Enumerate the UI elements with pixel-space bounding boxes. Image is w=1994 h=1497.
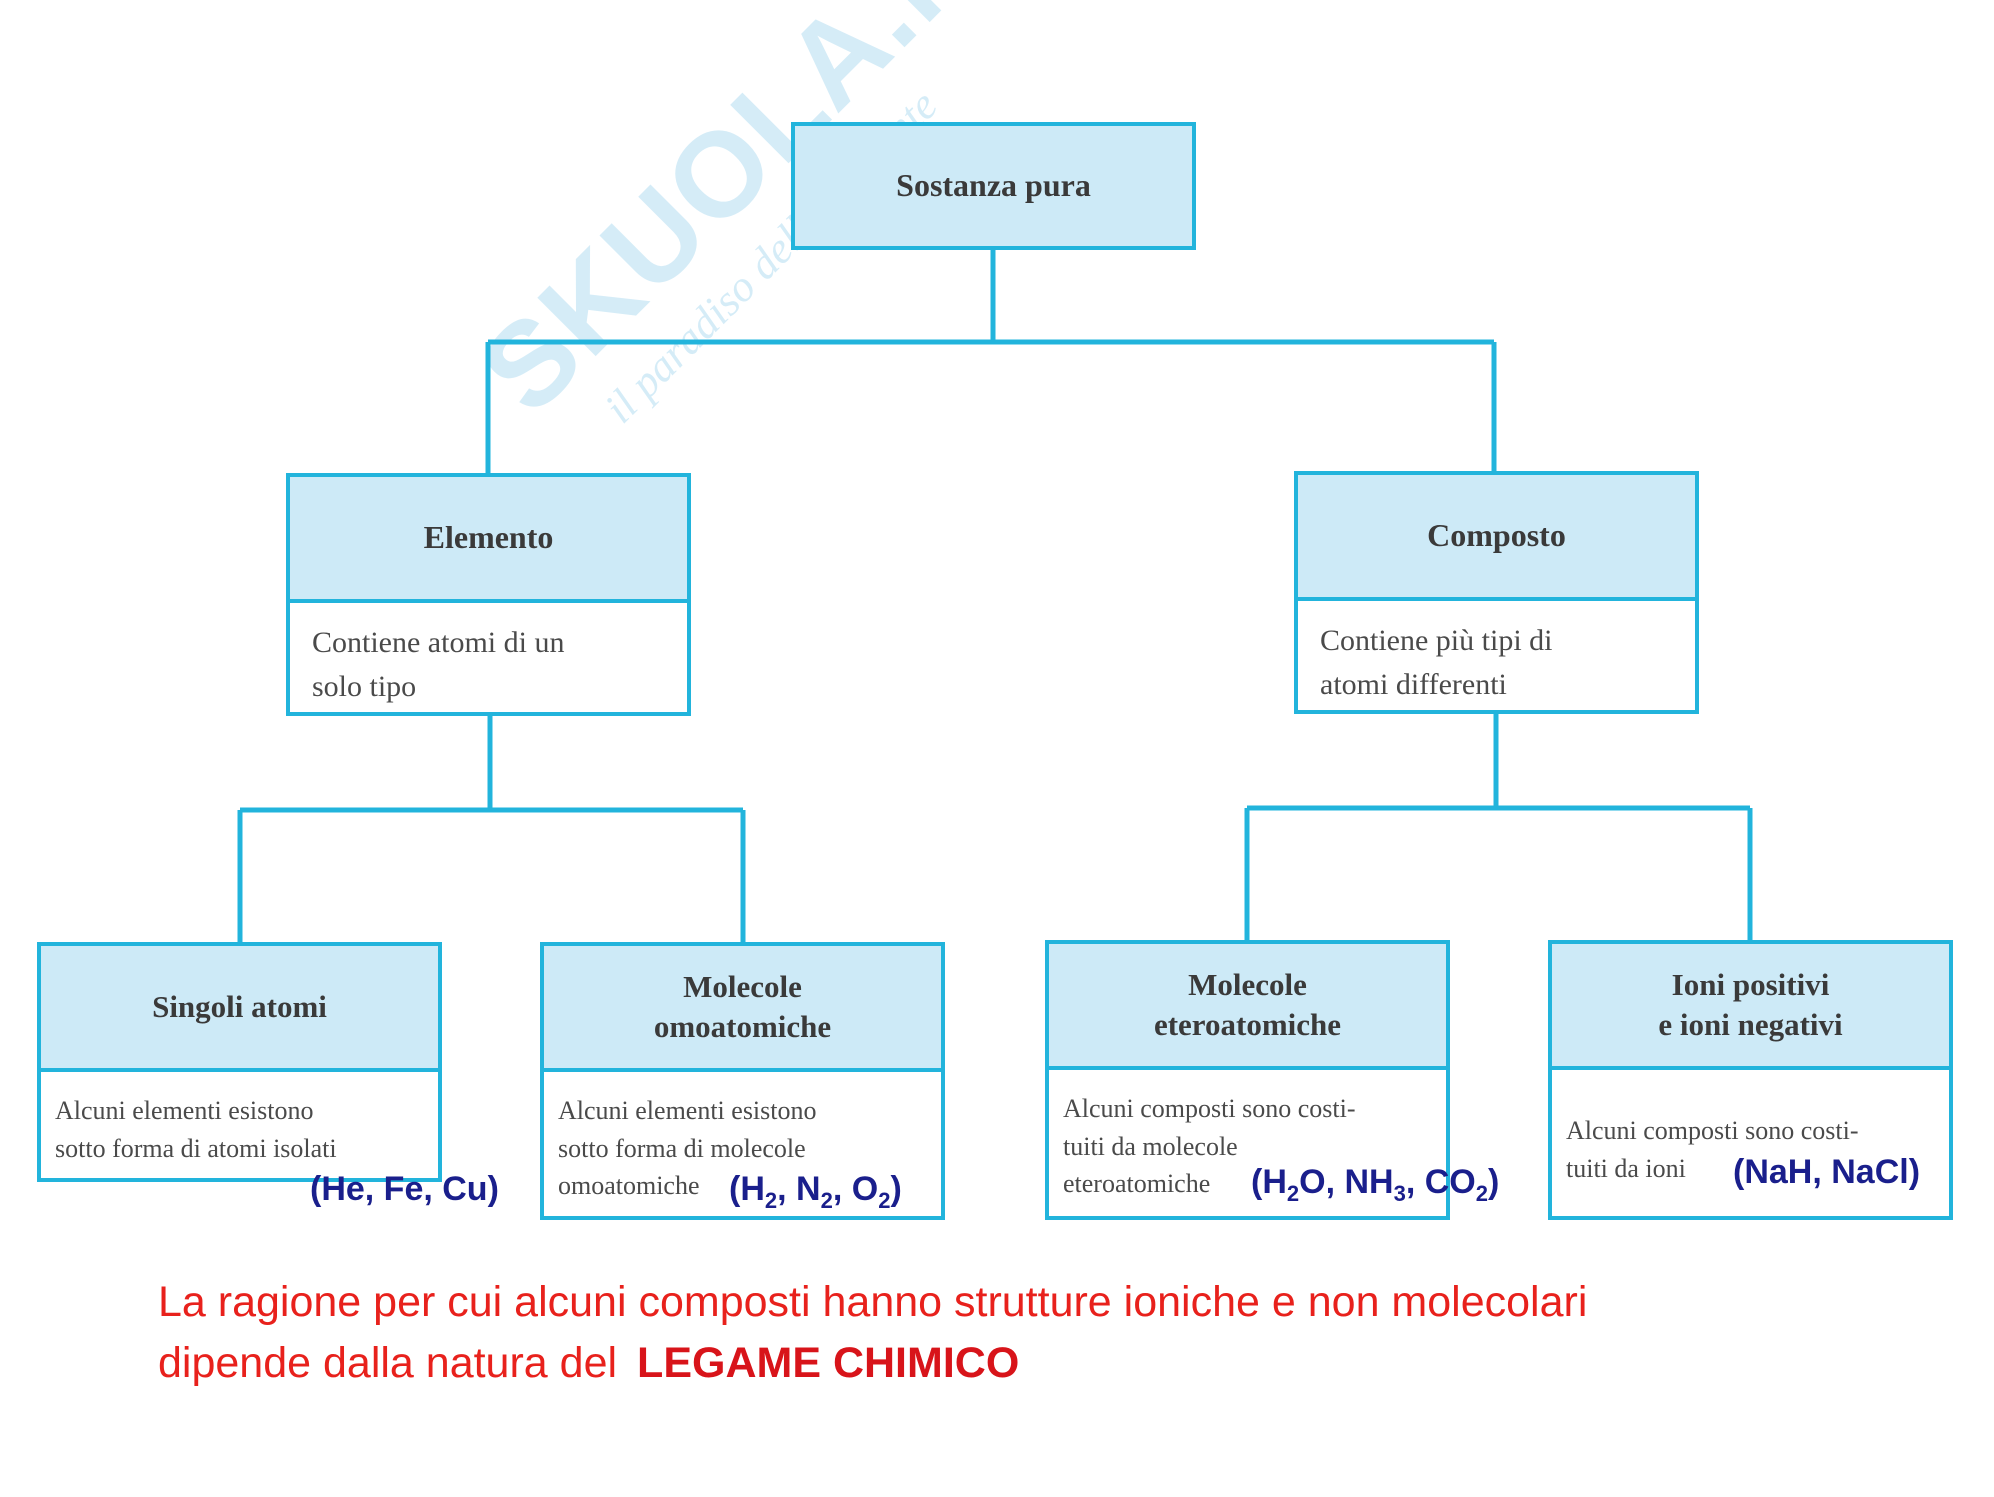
description-line: tuiti da molecole	[1063, 1131, 1238, 1161]
formula-part: , N	[777, 1170, 821, 1208]
formula-subscript: 2	[820, 1187, 833, 1213]
description-line: sotto forma di atomi isolati	[55, 1133, 337, 1163]
caption-line-2: dipende dalla natura del LEGAME CHIMICO	[158, 1333, 1878, 1394]
node-molecole-omoatomiche: Molecole omoatomiche Alcuni elementi esi…	[540, 942, 945, 1220]
formula-part: (H	[729, 1170, 765, 1208]
examples-omoatomiche: (H2, N2, O2)	[729, 1170, 902, 1214]
formula-part: )	[890, 1170, 902, 1208]
title-line: omoatomiche	[653, 1009, 832, 1044]
node-title: Composto	[1298, 475, 1695, 601]
connector-root-to-level1	[485, 250, 1497, 473]
formula-subscript: 3	[1393, 1180, 1406, 1206]
node-elemento: Elemento Contiene atomi di un solo tipo	[286, 473, 691, 716]
node-description: Alcuni elementi esistono sotto forma di …	[544, 1072, 941, 1205]
formula-part: , O	[832, 1170, 879, 1208]
formula-subscript: 2	[878, 1187, 891, 1213]
node-description: Contiene più tipi di atomi differenti	[1298, 601, 1695, 706]
node-sostanza-pura: Sostanza pura	[791, 122, 1196, 250]
title-line: Ioni positivi	[1671, 966, 1830, 1002]
node-description: Alcuni composti sono costi- tuiti da ion…	[1552, 1070, 1949, 1187]
examples-eteroatomiche: (H2O, NH3, CO2)	[1251, 1163, 1499, 1207]
node-ioni: Ioni positivi e ioni negativi Alcuni com…	[1548, 940, 1953, 1220]
connector-elemento-to-leaves	[237, 716, 746, 942]
title-line: Molecole	[683, 968, 802, 1004]
examples-singoli-atomi: (He, Fe, Cu)	[310, 1170, 499, 1208]
examples-ioni: (NaH, NaCl)	[1733, 1153, 1921, 1191]
formula-subscript: 2	[1286, 1180, 1300, 1206]
description-line: Alcuni composti sono costi-	[1063, 1094, 1356, 1123]
node-description: Alcuni elementi esistono sotto forma di …	[41, 1072, 438, 1167]
node-singoli-atomi: Singoli atomi Alcuni elementi esistono s…	[37, 942, 442, 1182]
description-line: eteroatomiche	[1063, 1169, 1211, 1199]
node-description: Contiene atomi di un solo tipo	[290, 603, 687, 708]
node-title: Molecole eteroatomiche	[1049, 944, 1446, 1070]
formula-subscript: 2	[764, 1187, 778, 1213]
node-title: Molecole omoatomiche	[544, 946, 941, 1072]
caption-text: dipende dalla natura del	[158, 1339, 618, 1388]
description-line: Alcuni elementi esistono	[558, 1096, 817, 1125]
title-line: Molecole	[1188, 966, 1307, 1002]
description-line: Contiene più tipi di	[1320, 624, 1553, 657]
formula-part: (H	[1251, 1163, 1287, 1201]
formula-subscript: 2	[1475, 1180, 1488, 1206]
formula-part: )	[1488, 1163, 1500, 1201]
node-title: Sostanza pura	[795, 126, 1192, 246]
description-line: Alcuni elementi esistono	[55, 1096, 314, 1125]
caption-line: La ragione per cui alcuni composti hanno…	[158, 1278, 1588, 1326]
description-line: atomi differenti	[1320, 667, 1507, 701]
description-line: sotto forma di molecole	[558, 1133, 806, 1163]
node-molecole-eteroatomiche: Molecole eteroatomiche Alcuni composti s…	[1045, 940, 1450, 1220]
node-title: Ioni positivi e ioni negativi	[1552, 944, 1949, 1070]
description-line: Contiene atomi di un	[312, 626, 565, 659]
connector-composto-to-leaves	[1244, 714, 1753, 940]
title-line: e ioni negativi	[1658, 1007, 1843, 1042]
caption-highlight: LEGAME CHIMICO	[637, 1339, 1020, 1388]
description-line: Alcuni composti sono costi-	[1566, 1116, 1859, 1145]
description-line: solo tipo	[312, 669, 417, 703]
formula-part: , CO	[1405, 1163, 1476, 1201]
title-line: eteroatomiche	[1153, 1007, 1342, 1042]
node-title: Elemento	[290, 477, 687, 603]
node-title: Singoli atomi	[41, 946, 438, 1072]
node-description: Alcuni composti sono costi- tuiti da mol…	[1049, 1070, 1446, 1203]
description-line: omoatomiche	[558, 1171, 700, 1201]
description-line: tuiti da ioni	[1566, 1153, 1686, 1183]
node-composto: Composto Contiene più tipi di atomi diff…	[1294, 471, 1699, 714]
formula-part: O, NH	[1299, 1163, 1394, 1201]
caption: La ragione per cui alcuni composti hanno…	[158, 1272, 1878, 1394]
